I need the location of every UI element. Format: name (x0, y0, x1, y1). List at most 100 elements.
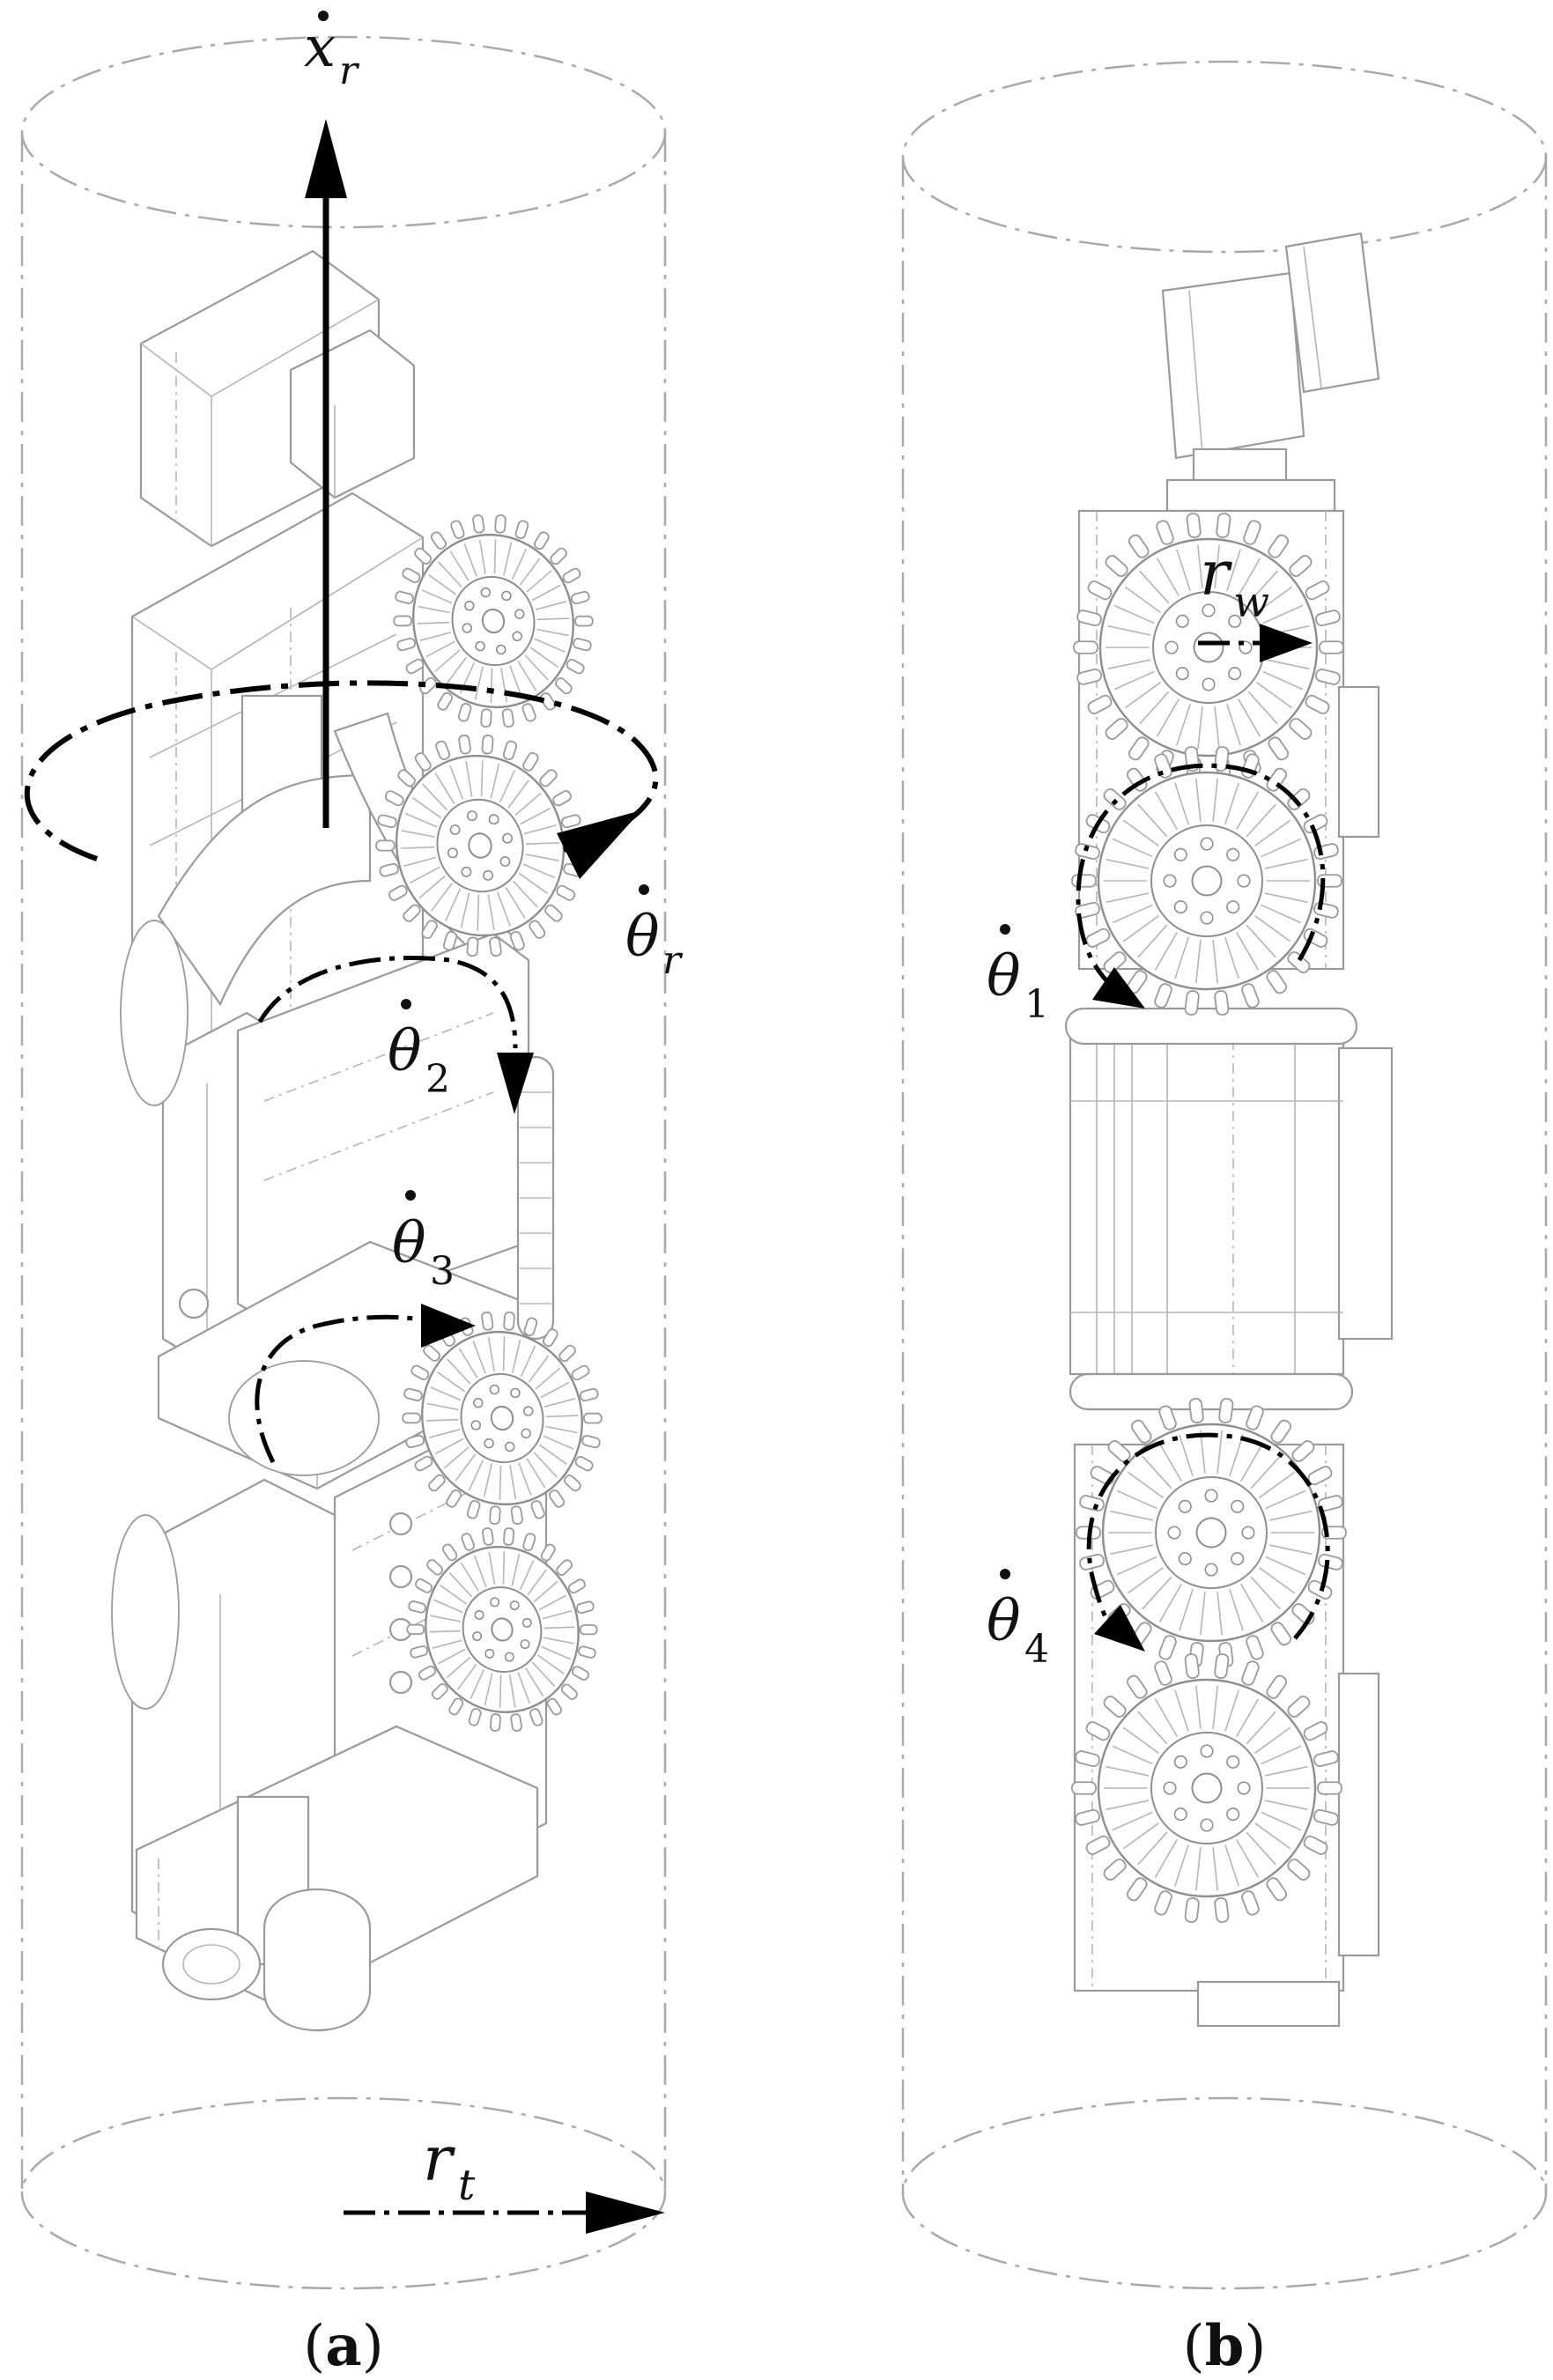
wheel-bolt (488, 814, 499, 825)
omni-wheels-b (1071, 513, 1347, 1923)
wheel-roller (1076, 668, 1102, 685)
wheel-roller (1268, 736, 1290, 761)
wheel-roller (414, 1455, 433, 1472)
wheel-roller (579, 1624, 598, 1636)
wheel-bolt (502, 832, 514, 844)
wheel-roller (406, 1623, 425, 1635)
wheel-roller (1313, 1808, 1339, 1826)
wheel-bolt (462, 623, 472, 633)
arrows-b (1076, 624, 1330, 1652)
wheel-bolt (1226, 900, 1240, 914)
svg-text:w: w (1233, 578, 1269, 627)
wheel-roller (1071, 874, 1097, 888)
wheel-roller (403, 1387, 423, 1401)
wheel-roller (571, 1666, 589, 1681)
wheel-bolt (470, 1420, 481, 1430)
wheel-roller (1318, 1495, 1343, 1512)
wheel-roller (1105, 718, 1128, 740)
wheel-roller (540, 1543, 556, 1562)
wheel-roller (1075, 901, 1100, 919)
wheel-bolt (1231, 1499, 1245, 1513)
wheel-roller (482, 1527, 494, 1546)
wheel-roller (514, 520, 529, 539)
wheel-roller (1287, 1696, 1311, 1718)
wheel-bolt (1226, 1807, 1240, 1822)
wheel-roller (435, 740, 451, 760)
wheel-roller (414, 752, 432, 772)
wheel-roller (566, 658, 585, 675)
theta-1-rotation-arrow (1076, 763, 1326, 993)
wheel-roller (481, 1311, 494, 1331)
wheel-roller (377, 814, 397, 829)
wheel-bolt (484, 1648, 495, 1659)
omni-wheels-a (375, 514, 603, 1732)
wheel-roller (502, 740, 518, 761)
wheel-roller (414, 547, 432, 565)
wheel-bolt (466, 810, 477, 822)
wheel-roller (1266, 1877, 1288, 1902)
wheel-roller (581, 1435, 601, 1449)
wheel-bolt (1163, 1781, 1177, 1795)
wheel-roller (1241, 983, 1260, 1009)
omni-wheel-a-3 (402, 1311, 603, 1526)
wheel-roller (472, 514, 485, 534)
wheel-roller (578, 1645, 596, 1659)
wheel-bolt (484, 1438, 494, 1449)
wheel-roller (442, 930, 458, 951)
wheel-roller (1085, 1835, 1111, 1855)
svg-text:r: r (1200, 537, 1232, 610)
wheel-roller (501, 708, 514, 728)
wheel-roller (552, 790, 572, 807)
wheel-roller (1073, 640, 1098, 654)
wheel-bolt (1178, 1552, 1192, 1566)
wheel-roller (1103, 951, 1127, 973)
wheel-roller (564, 1475, 581, 1492)
wheel-roller (533, 531, 550, 551)
wheel-roller (1075, 1750, 1100, 1768)
wheel-roller (1130, 1419, 1152, 1444)
wheel-roller (1270, 1419, 1292, 1444)
wheel-roller (1156, 520, 1174, 545)
wheel-roller (1241, 1660, 1260, 1686)
wheel-roller (1307, 1466, 1333, 1486)
svg-text:1: 1 (1024, 982, 1049, 1027)
wheel-roller (379, 862, 399, 877)
wheel-bolt (483, 869, 494, 881)
wheel-roller (1154, 1660, 1172, 1686)
wheel-bolt (480, 587, 492, 598)
wheel-roller (1289, 718, 1313, 740)
wheel-roller (423, 1344, 440, 1362)
wheel-roller (1214, 1653, 1230, 1679)
omni-wheel-a-4 (406, 1527, 598, 1732)
wheel-bolt (472, 1631, 483, 1642)
wheel-roller (1266, 767, 1288, 792)
wheel-roller (1216, 513, 1231, 538)
wheel-roller (562, 567, 581, 584)
wheel-roller (1305, 580, 1330, 601)
wheel-bolt (1237, 874, 1251, 888)
wheel-bolt (520, 1639, 530, 1650)
wheel-bolt (1204, 1563, 1218, 1577)
wheel-roller (448, 1697, 464, 1716)
wheel-roller (1303, 1721, 1328, 1741)
wheel-roller (466, 1500, 481, 1519)
wheel-roller (555, 677, 573, 695)
wheel-roller (1241, 1890, 1260, 1916)
wheel-bolt (475, 640, 485, 652)
wheel-roller (550, 547, 567, 565)
wheel-bolt (490, 1597, 500, 1608)
wheel-roller (571, 1364, 590, 1381)
wheel-bolt (1163, 874, 1177, 888)
wheel-roller (428, 1474, 446, 1492)
wheel-roller (1287, 788, 1311, 810)
wheel-roller (1305, 694, 1330, 714)
wheel-roller (402, 567, 421, 584)
omni-wheel-b-2 (1071, 746, 1342, 1016)
wheel-roller (539, 692, 557, 711)
wheel-roller (1158, 1635, 1177, 1660)
theta-2-dot (401, 999, 411, 1009)
wheel-roller (426, 1559, 444, 1576)
wheel-roller (1188, 1398, 1204, 1423)
wheel-bolt (447, 847, 458, 859)
wheel-roller (1266, 1674, 1288, 1699)
